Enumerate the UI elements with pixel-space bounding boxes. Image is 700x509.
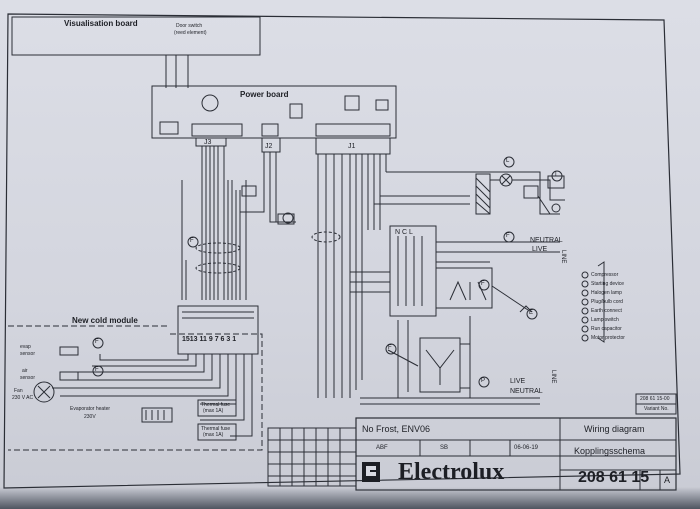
door-switch-label: Door switch: [176, 23, 203, 29]
thermal-fuse-2-label: Thermal fuse: [201, 426, 231, 432]
run-capacitor: [419, 337, 461, 393]
legend-item: Motor protector: [591, 335, 625, 341]
power-board-label: Power board: [240, 90, 289, 99]
legend-item: Compressor: [591, 272, 619, 278]
document-number: 208 61 15: [578, 469, 650, 486]
callout-i: I: [555, 172, 557, 178]
electrolux-logo-mark: [362, 462, 380, 482]
sheet-frame: [3, 13, 681, 489]
door-switch-sub-label: (reed element): [174, 30, 207, 36]
transformer-symbol: [201, 94, 219, 112]
callout-l: L: [506, 158, 510, 164]
callout-f-3: F: [95, 367, 99, 373]
checked-by: SB: [440, 445, 449, 451]
line-bottom-label: LINE: [550, 370, 556, 384]
evaporator-heater-label: Evaporator heater: [70, 406, 111, 412]
thermal-fuse-2-sub: (max 1A): [203, 432, 224, 438]
j3-label: J3: [204, 139, 212, 146]
legend-item: Starting device: [591, 281, 625, 287]
legend-item: Plug/bulb cord: [591, 299, 623, 305]
j1-label: J1: [348, 143, 356, 150]
fan-voltage: 230 V AC: [12, 395, 34, 401]
j3-connector: [195, 137, 227, 147]
callout-e: E: [529, 310, 534, 316]
evaporator-heater: [141, 407, 173, 423]
callout-f-1: F: [190, 238, 194, 244]
callout-f-5: F: [481, 281, 485, 287]
ref-number: 208 61 15-00: [640, 396, 670, 402]
module-pin-numbers: 1513 11 9 7 6 3 1: [182, 336, 237, 343]
title-swedish: Kopplingsschema: [574, 446, 646, 456]
evaporator-heater-voltage: 230V: [84, 414, 96, 420]
callout-f-6: F: [388, 345, 392, 351]
air-sensor-label: air: [22, 368, 28, 374]
cold-module-label: New cold module: [72, 316, 138, 325]
callout-f-4: F: [506, 233, 510, 239]
neutral-bottom-label: NEUTRAL: [510, 388, 543, 395]
fan-symbol: [33, 381, 55, 403]
legend-item: Run capacitor: [591, 326, 622, 332]
ncl-terminal-label: N C L: [395, 229, 413, 236]
terminal-block: [389, 225, 437, 317]
evap-sensor-sub: sensor: [20, 351, 36, 357]
thermal-fuse-1-label: Thermal fuse: [201, 402, 231, 408]
compressor-relay: [435, 267, 493, 309]
drawing-date: 06-06-19: [514, 445, 539, 451]
callout-p: P: [481, 378, 486, 384]
drawn-by: ABF: [376, 445, 388, 451]
revision-letter: A: [664, 475, 671, 485]
legend-markers: [581, 271, 589, 342]
evap-sensor-label: evap: [20, 344, 31, 350]
j2-label: J2: [265, 143, 273, 150]
visualisation-board-label: Visualisation board: [64, 19, 138, 28]
live-label: LIVE: [532, 246, 548, 253]
thermal-fuse-1-sub: (max 1A): [203, 408, 224, 414]
callout-f-2: F: [95, 339, 99, 345]
legend-item: Halogen lamp: [591, 290, 622, 296]
photo-shadow: [0, 487, 700, 509]
title-english: Wiring diagram: [584, 424, 645, 434]
fan-label: Fan: [14, 388, 23, 394]
visualisation-board-box: [11, 16, 261, 56]
line-label: LINE: [560, 250, 566, 264]
legend-item: Earth connect: [591, 308, 622, 314]
brand-name: Electrolux: [398, 459, 505, 485]
live-bottom-label: LIVE: [510, 378, 526, 385]
ribbon-cable: [165, 55, 189, 88]
neutral-label: NEUTRAL: [530, 237, 563, 244]
model-name: No Frost, ENV06: [362, 424, 431, 434]
j1-connector: [315, 137, 391, 155]
cold-module-box: [177, 305, 259, 355]
legend-item: Lamp switch: [591, 317, 619, 323]
j2-connector: [261, 137, 281, 153]
ref-sub: Variant No.: [644, 406, 669, 412]
air-sensor-sub: sensor: [20, 375, 36, 381]
